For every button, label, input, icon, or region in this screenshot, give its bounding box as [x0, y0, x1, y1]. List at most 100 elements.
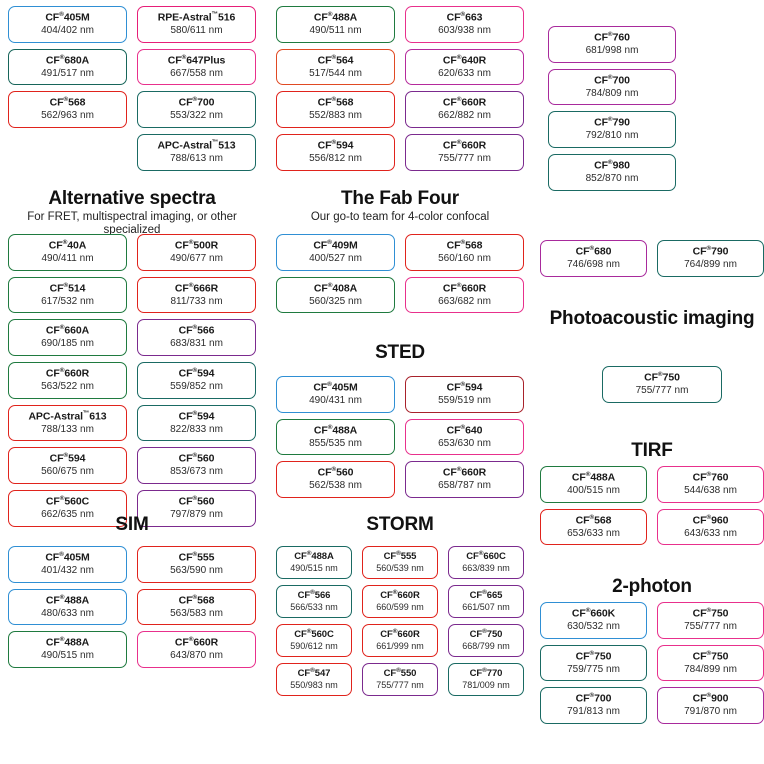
trademark-mark: ® [327, 11, 333, 18]
trademark-mark: ® [181, 53, 187, 61]
trademark-mark: ® [310, 588, 315, 596]
trademark-mark: ® [327, 381, 332, 388]
trademark-mark: ® [706, 692, 712, 700]
trademark-mark: ® [59, 551, 64, 558]
dye-wavelengths: 603/938 nm [438, 24, 491, 36]
dye-name: CF®405M [45, 551, 90, 564]
dye-name: CF®640 [446, 423, 483, 437]
dye-wavelengths: 490/511 nm [309, 24, 362, 36]
trademark-mark: ® [192, 593, 198, 601]
dye-name: CF®700 [178, 96, 215, 109]
dye-wavelengths: 490/411 nm [41, 252, 94, 264]
dye-wavelengths: 490/677 nm [170, 252, 223, 264]
trademark-mark: ® [585, 471, 591, 478]
dye-wavelengths: 822/833 nm [170, 423, 223, 435]
section-header-alternative-spectra: Alternative spectra For FRET, multispect… [4, 188, 260, 238]
dye-wavelengths: 853/673 nm [170, 466, 223, 478]
dye-wavelengths: 755/777 nm [684, 620, 737, 632]
dye-name: CF®660R [442, 96, 487, 109]
dye-wavelengths: 668/799 nm [462, 641, 510, 652]
dye-name: CF®660A [45, 324, 90, 337]
dye-wavelengths: 491/517 nm [41, 67, 94, 79]
section-header-sted: STED [276, 342, 524, 363]
